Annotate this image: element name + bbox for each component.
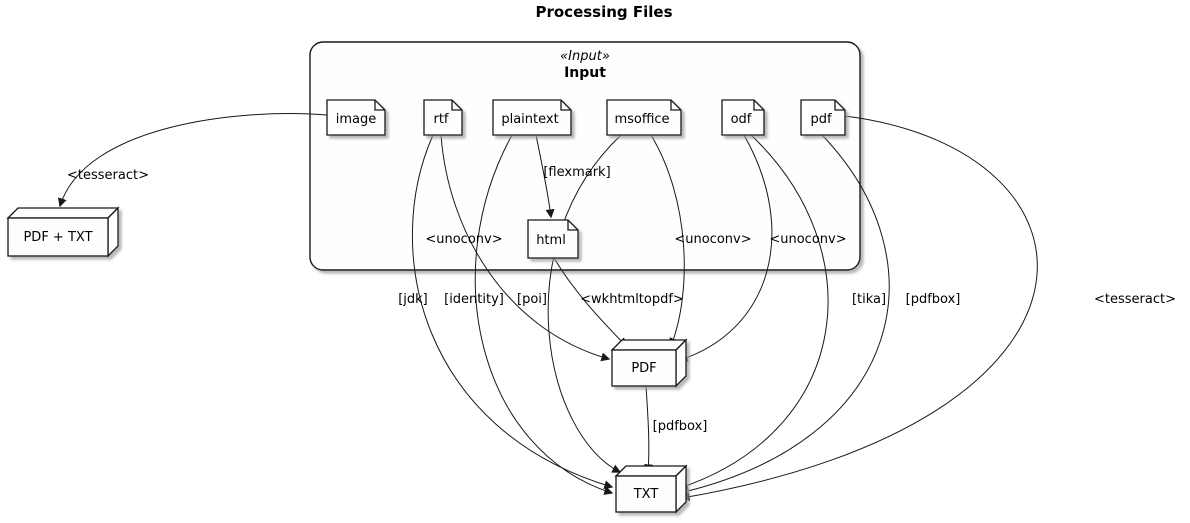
edge-msoffice-to-txt-node (547, 134, 622, 473)
file-fold-image (374, 100, 385, 111)
diagram-title: Processing Files (535, 3, 672, 21)
edge-label-image-tesseract: <tesseract> (67, 168, 149, 183)
edge-plaintext-to-txt-node (474, 134, 614, 495)
edge-html-to-pdf-node (553, 257, 627, 347)
edge-label-poi: [poi] (517, 292, 547, 307)
file-node-odf: odf (721, 99, 765, 136)
edge-label-tika: [tika] (852, 292, 886, 307)
file-node-image: image (326, 99, 386, 136)
edge-msoffice-to-pdf-node (650, 134, 685, 348)
node-top-face (6, 207, 120, 219)
input-package-border (309, 41, 861, 271)
node-label-txt: TXT (633, 487, 659, 502)
file-label-odf: odf (731, 112, 752, 127)
node-pdf-txt-shape (6, 206, 120, 258)
node-front-face (615, 475, 677, 513)
file-node-plaintext: plaintext (492, 99, 572, 136)
edge-rtf-to-txt-node (411, 134, 614, 490)
file-fold-msoffice (670, 100, 681, 111)
file-fold-plaintext (560, 100, 571, 111)
edge-pdf-file-to-txt-node-pdfbox (678, 134, 890, 496)
file-fold-pdf (834, 100, 845, 111)
file-label-msoffice: msoffice (614, 112, 669, 127)
edge-label-jdk: [jdk] (398, 292, 428, 307)
file-icon-image (326, 99, 386, 136)
edge-label-unoconv-odf: <unoconv> (769, 232, 846, 247)
file-label-rtf: rtf (433, 112, 448, 127)
node-label-pdf: PDF (631, 361, 656, 376)
edge-pdf-node-to-txt-node (644, 385, 654, 474)
file-icon-html (527, 219, 579, 259)
node-top-face (614, 465, 688, 477)
file-label-plaintext: plaintext (501, 112, 558, 127)
edge-plaintext-to-html (535, 134, 555, 219)
file-node-html: html (527, 219, 579, 259)
edge-labels: <tesseract> [flexmark] <unoconv> <unocon… (67, 165, 1176, 434)
node-txt: TXT (614, 464, 688, 514)
file-fold-html (567, 220, 578, 231)
node-pdf: PDF (610, 338, 688, 388)
node-pdf-shape (610, 338, 688, 388)
edge-label-identity: [identity] (444, 292, 504, 307)
edge-label-unoconv-rtf: <unoconv> (425, 232, 502, 247)
edge-label-tesseract-from-pdf-file: <tesseract> (1094, 292, 1176, 307)
edges (57, 113, 1038, 502)
input-package-name: Input (564, 65, 606, 81)
edge-label-flexmark: [flexmark] (543, 165, 610, 180)
node-label-pdf-txt: PDF + TXT (23, 230, 92, 245)
file-label-pdf: pdf (810, 112, 832, 127)
edge-pdf-file-to-txt-node-tesseract (680, 115, 1038, 502)
file-fold-odf (753, 100, 764, 111)
edge-label-pdfbox-from-pdf-node: [pdfbox] (653, 419, 708, 434)
node-txt-shape (614, 464, 688, 514)
input-package: «Input» Input (309, 41, 861, 271)
file-fold-rtf (451, 100, 462, 111)
edge-image-to-pdf-txt (57, 113, 328, 208)
file-icon-pdf (800, 99, 846, 136)
node-top-face (610, 339, 688, 351)
file-icon-msoffice (606, 99, 682, 136)
edge-label-pdfbox-from-pdf-file: [pdfbox] (906, 292, 961, 307)
edge-label-wkhtmltopdf: <wkhtmltopdf> (580, 292, 684, 307)
edge-label-unoconv-msoffice: <unoconv> (674, 232, 751, 247)
file-node-pdf: pdf (800, 99, 846, 136)
file-node-rtf: rtf (423, 99, 463, 136)
edge-odf-to-pdf-node (678, 134, 773, 362)
node-pdf-txt: PDF + TXT (6, 206, 120, 258)
file-icon-plaintext (492, 99, 572, 136)
file-node-msoffice: msoffice (606, 99, 682, 136)
edge-rtf-to-pdf-node (440, 134, 611, 362)
node-front-face (7, 217, 109, 257)
edge-odf-to-txt-node (678, 134, 829, 490)
node-front-face (611, 349, 677, 387)
file-label-html: html (536, 233, 566, 248)
file-label-image: image (336, 112, 377, 127)
input-package-stereotype: «Input» (560, 49, 610, 64)
